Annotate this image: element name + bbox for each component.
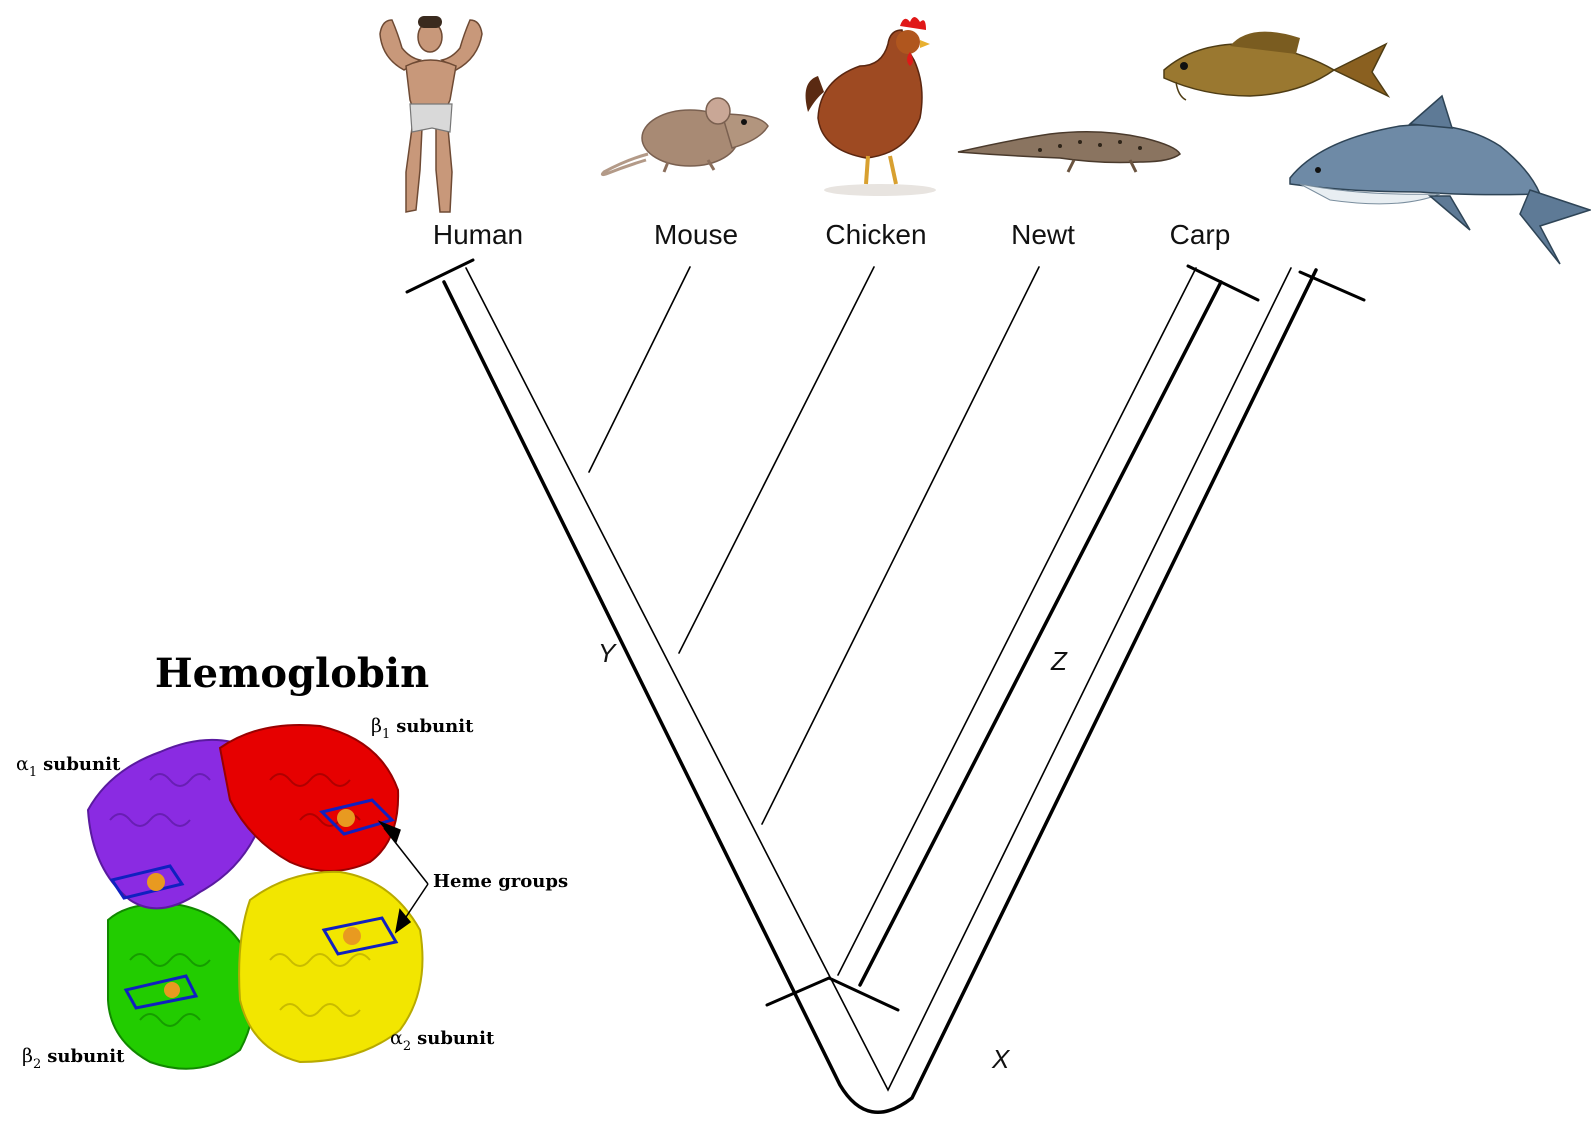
heme-groups-label: Heme groups (433, 871, 568, 892)
node-labels: Y Z X (598, 638, 1068, 1074)
taxon-label-chicken: Chicken (825, 219, 926, 250)
hemoglobin-figure: Hemoglobin (16, 650, 568, 1072)
inner-tube-right-wall (466, 268, 1291, 1090)
human-illustration (380, 16, 482, 212)
hemoglobin-structure (88, 725, 423, 1069)
z-tube-inner (838, 268, 1196, 975)
chicken-illustration (806, 17, 936, 196)
taxon-labels: Human Mouse Chicken Newt Carp (433, 219, 1230, 250)
node-label-x: X (991, 1044, 1011, 1074)
taxon-label-mouse: Mouse (654, 219, 738, 250)
taxon-label-human: Human (433, 219, 523, 250)
carp-illustration (1164, 32, 1388, 100)
node-label-y: Y (598, 638, 617, 668)
mouse-branch (589, 267, 690, 472)
newt-branch (762, 267, 1039, 824)
chicken-branch (679, 267, 874, 653)
newt-illustration (958, 132, 1180, 172)
shark-illustration (1290, 96, 1590, 264)
human-tube-cap (407, 260, 473, 292)
outer-tube-left-wall (444, 270, 1316, 1112)
mouse-illustration (602, 98, 768, 175)
node-label-z: Z (1050, 646, 1068, 676)
taxon-label-newt: Newt (1011, 219, 1075, 250)
hemoglobin-title: Hemoglobin (155, 650, 429, 697)
taxon-label-carp: Carp (1170, 219, 1231, 250)
z-tube-outer (860, 282, 1221, 985)
carp-tube-cap (1188, 266, 1258, 300)
tree-branches (407, 260, 1364, 1112)
beta2-subunit-region (108, 904, 254, 1069)
